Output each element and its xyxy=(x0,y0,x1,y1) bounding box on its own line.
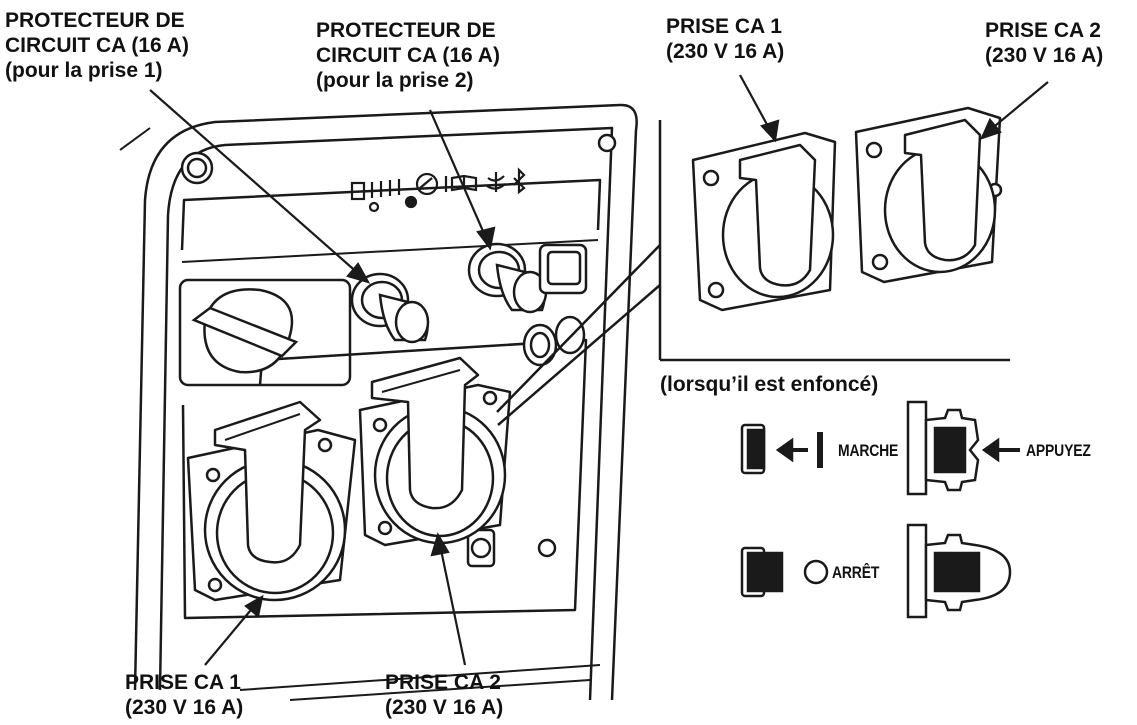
panel-plate-on xyxy=(906,400,928,496)
inset-receptacle-1-lid xyxy=(738,143,817,287)
label-breaker-1-line3: (pour la prise 1) xyxy=(5,59,163,82)
bluetooth-icon xyxy=(513,167,526,195)
label-bottom-receptacle-2-line1: PRISE CA 2 xyxy=(385,671,501,694)
leader-inset-2 xyxy=(989,81,1049,131)
panel-plate-off xyxy=(906,523,928,619)
status-led-2 xyxy=(404,195,418,209)
circuit-breaker-1 xyxy=(350,272,430,344)
receptacle-2-lid xyxy=(370,356,480,510)
panel-screw-top-left xyxy=(180,151,214,185)
label-breaker-1-line1: PROTECTEUR DE xyxy=(5,9,185,32)
switch-subpanel xyxy=(178,278,352,387)
fuel-level-icon xyxy=(350,181,366,201)
label-breaker-2-line1: PROTECTEUR DE xyxy=(316,19,496,42)
leader-inset-1 xyxy=(739,74,771,131)
panel-screw-bottom xyxy=(537,538,557,558)
panel-bottom-lines xyxy=(239,664,601,701)
label-state-on: MARCHE xyxy=(838,441,899,460)
label-inset-receptacle-1-line2: (230 V 16 A) xyxy=(666,40,785,63)
label-bottom-receptacle-1: PRISE CA 1 (230 V 16 A) xyxy=(125,670,243,720)
plant-icon xyxy=(486,172,506,192)
label-inset-receptacle-2-line2: (230 V 16 A) xyxy=(985,44,1104,67)
receptacle-1-lid xyxy=(213,400,322,564)
label-bottom-receptacle-1-line2: (230 V 16 A) xyxy=(125,696,244,719)
label-pressed-note: (lorsqu’il est enfoncé) xyxy=(660,373,879,396)
receptacle-1 xyxy=(186,400,357,602)
circuit-breaker-2 xyxy=(467,242,548,314)
leader-bottom-2 xyxy=(438,544,467,666)
label-bottom-receptacle-1-line1: PRISE CA 1 xyxy=(125,671,241,694)
rotary-switch-knob xyxy=(191,288,299,374)
label-inset-receptacle-1-line1: PRISE CA 1 xyxy=(666,15,782,38)
off-symbol xyxy=(803,559,829,585)
inset-pointer-line-1 xyxy=(496,244,661,413)
label-breaker-2-line3: (pour la prise 2) xyxy=(316,69,474,92)
label-inset-receptacle-2-line1: PRISE CA 2 xyxy=(985,19,1101,42)
status-led-1 xyxy=(368,201,380,213)
label-breaker-2: PROTECTEUR DE CIRCUIT CA (16 A) (pour la… xyxy=(316,18,500,93)
breaker-off-diagram xyxy=(740,523,1012,619)
panel-screw-top-left-ring xyxy=(186,157,208,179)
breaker-on-diagram xyxy=(740,400,1020,496)
label-breaker-2-line2: CIRCUIT CA (16 A) xyxy=(316,44,500,67)
label-inset-receptacle-1: PRISE CA 1 (230 V 16 A) xyxy=(666,14,784,64)
label-action-press: APPUYEZ xyxy=(1026,441,1091,460)
inset-receptacle-2-lid xyxy=(903,118,982,262)
label-inset-receptacle-2: PRISE CA 2 (230 V 16 A) xyxy=(985,18,1103,68)
housing-outline xyxy=(133,103,638,701)
label-bottom-receptacle-2-line2: (230 V 16 A) xyxy=(385,696,504,719)
eco-mode-icon xyxy=(415,172,439,196)
leader-breaker-2 xyxy=(428,109,488,239)
inset-receptacle-2 xyxy=(854,106,1003,284)
receptacle-2 xyxy=(358,356,512,547)
leader-breaker-1 xyxy=(149,89,361,276)
control-panel xyxy=(119,103,638,701)
panel-screw-top-right xyxy=(597,133,617,153)
panel-divider xyxy=(181,239,599,263)
inset-frame xyxy=(496,120,1010,426)
leader-lines xyxy=(149,74,1049,666)
label-breaker-1: PROTECTEUR DE CIRCUIT CA (16 A) (pour la… xyxy=(5,8,189,83)
label-bottom-receptacle-2: PRISE CA 2 (230 V 16 A) xyxy=(385,670,503,720)
indicator-panel-section xyxy=(180,178,602,251)
housing-edge-stroke xyxy=(119,127,151,151)
inset-receptacle-1 xyxy=(691,131,837,312)
inset-pointer-line-2 xyxy=(497,284,661,426)
indicator-icons xyxy=(350,167,526,213)
label-state-off: ARRÊT xyxy=(832,563,880,582)
leader-bottom-1 xyxy=(204,604,256,666)
label-breaker-1-line2: CIRCUIT CA (16 A) xyxy=(5,34,189,57)
